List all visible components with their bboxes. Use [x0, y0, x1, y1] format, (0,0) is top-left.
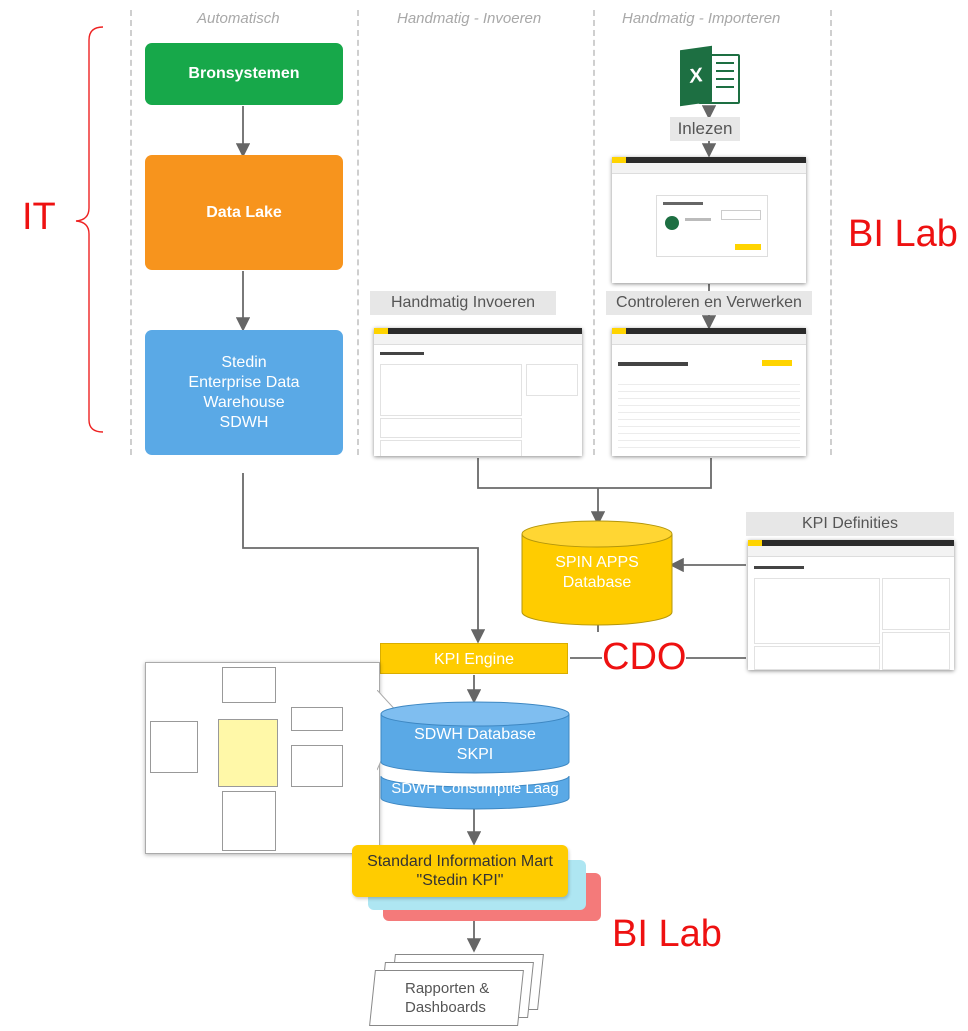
it-bracket [75, 26, 104, 433]
sdwh-line: SDWH [219, 413, 269, 431]
spin-apps-database [521, 520, 673, 626]
sdwh-line: Enterprise Data [188, 373, 300, 391]
sdwh-database [380, 701, 570, 810]
info-mart-node: Standard Information Mart "Stedin KPI" [352, 845, 568, 897]
lane-divider [357, 10, 359, 455]
kpi-engine-node: KPI Engine [380, 643, 568, 674]
excel-icon: X [680, 45, 740, 107]
data-lake-node: Data Lake [145, 155, 343, 270]
owner-bi-lab-top: BI Lab [848, 213, 958, 255]
owner-cdo: CDO [602, 636, 687, 679]
excel-letter: X [680, 45, 712, 107]
spin-apps-line: Database [562, 574, 632, 591]
sdwh-node: Stedin Enterprise Data Warehouse SDWH [145, 330, 343, 455]
line-screens-to-spin [477, 458, 712, 489]
controleren-screenshot [612, 328, 806, 456]
sdwh-db-line: SDWH Database [414, 726, 536, 743]
spin-apps-line: SPIN APPS [555, 554, 639, 571]
owner-bi-lab-bottom: BI Lab [612, 913, 722, 955]
data-lake-label: Data Lake [206, 203, 282, 221]
import-screenshot [612, 157, 806, 283]
rapporten-node: Rapporten & Dashboards [369, 970, 524, 1026]
lane-divider [830, 10, 832, 455]
info-mart-line: "Stedin KPI" [416, 872, 504, 889]
kpi-definities-screenshot [748, 540, 954, 670]
sdwh-db-label: SDWH Database SKPI [380, 725, 570, 765]
owner-it: IT [22, 196, 56, 238]
sdwh-db-line: SKPI [456, 746, 494, 763]
lane-divider [593, 10, 595, 455]
spin-apps-label: SPIN APPS Database [521, 553, 673, 593]
invoeren-screenshot [374, 328, 582, 456]
lane-divider [130, 10, 132, 455]
info-mart-line: Standard Information Mart [367, 853, 553, 870]
lane-automatisch: Automatisch [197, 10, 280, 27]
inlezen-label: Inlezen [670, 117, 740, 141]
handmatig-invoeren-label: Handmatig Invoeren [370, 291, 556, 315]
bronsystemen-label: Bronsystemen [188, 65, 300, 82]
sdwh-line: Stedin [221, 353, 267, 371]
controleren-label: Controleren en Verwerken [606, 291, 812, 315]
data-model-diagram [145, 662, 380, 854]
bronsystemen-node: Bronsystemen [145, 43, 343, 105]
rapporten-line: Rapporten & [405, 980, 490, 997]
lane-handmatig-invoeren: Handmatig - Invoeren [397, 10, 542, 27]
line-sdwh-to-engine [242, 473, 486, 644]
consumptie-label: SDWH Consumptie Laag [391, 780, 559, 797]
sdwh-line: Warehouse [203, 393, 285, 411]
rapporten-line: Dashboards [405, 999, 486, 1016]
kpi-definities-label: KPI Definities [746, 512, 954, 536]
lane-handmatig-importeren: Handmatig - Importeren [622, 10, 781, 27]
